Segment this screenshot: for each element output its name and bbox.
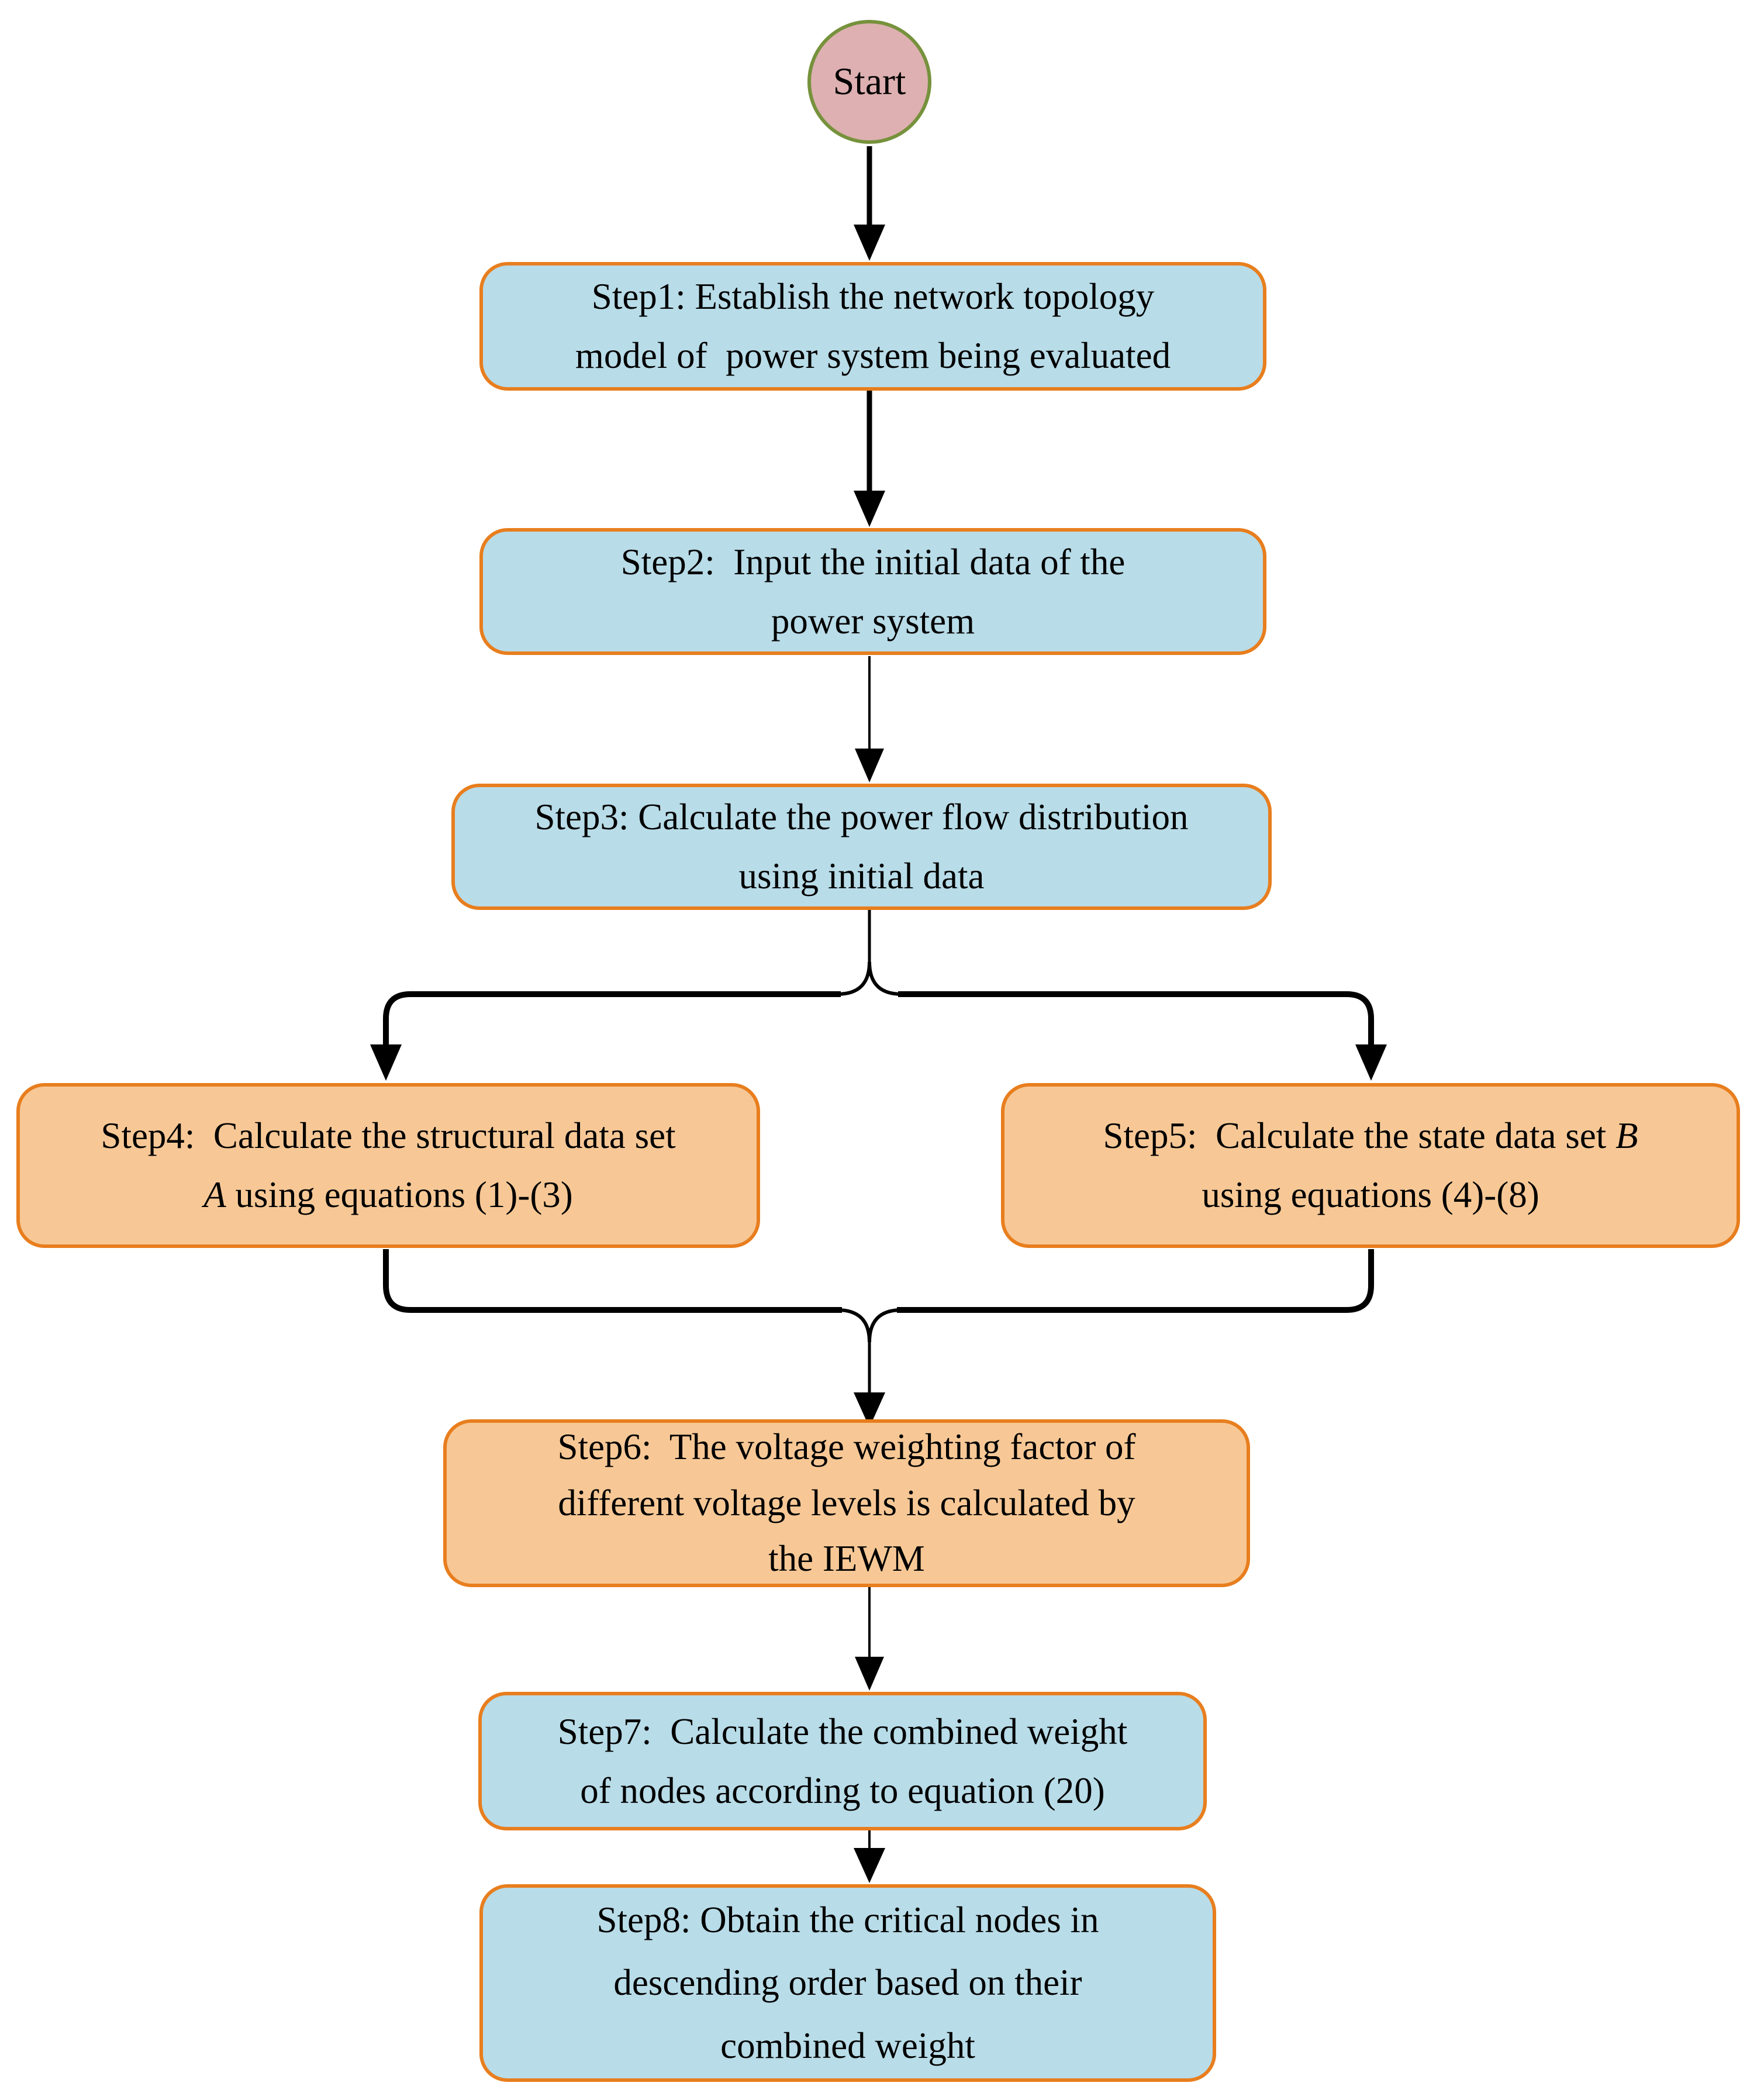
step2-line-2: power system: [771, 600, 975, 642]
start-label: Start: [833, 60, 906, 104]
step4-line-1: Step4: Calculate the structural data set: [101, 1115, 676, 1157]
step1-node: Step1: Establish the network topology mo…: [479, 262, 1266, 391]
arrowhead-step1: [854, 225, 885, 261]
step1-line-1: Step1: Establish the network topology: [591, 276, 1155, 318]
step2-line-1: Step2: Input the initial data of the: [620, 541, 1126, 582]
step6-node: Step6: The voltage weighting factor of d…: [443, 1419, 1250, 1587]
step5-line-2: using equations (4)-(8): [1202, 1174, 1539, 1215]
step3-line-2: using initial data: [738, 856, 985, 896]
step3-line-1: Step3: Calculate the power flow distribu…: [534, 796, 1189, 838]
merge-fillet-right: [868, 1308, 902, 1343]
step1-line-2: model of power system being evaluated: [575, 335, 1171, 376]
step8-node: Step8: Obtain the critical nodes in desc…: [479, 1884, 1216, 2082]
start-node: Start: [807, 20, 931, 144]
step5-line-1: Step5: Calculate the state data set B: [1103, 1115, 1638, 1157]
step6-line-1: Step6: The voltage weighting factor of: [557, 1426, 1136, 1467]
merge-fillet-left: [837, 1308, 871, 1343]
arrowhead-step6: [854, 1392, 885, 1427]
step7-line-1: Step7: Calculate the combined weight: [557, 1711, 1128, 1752]
step4-node: Step4: Calculate the structural data set…: [16, 1083, 760, 1248]
step8-line-1: Step8: Obtain the critical nodes in: [596, 1899, 1099, 1941]
step7-node: Step7: Calculate the combined weight of …: [478, 1692, 1207, 1830]
arrowhead-step8: [854, 1848, 885, 1883]
step8-line-2: descending order based on their: [613, 1962, 1082, 2004]
step5-node: Step5: Calculate the state data set B us…: [1001, 1083, 1740, 1248]
step6-line-3: the IEWM: [768, 1538, 925, 1580]
split-bar-left: [383, 991, 841, 1048]
merge-bar-left: [383, 1249, 842, 1313]
step6-line-2: different voltage levels is calculated b…: [558, 1482, 1135, 1523]
arrowhead-step5: [1355, 1044, 1387, 1081]
arrowhead-step3: [855, 749, 884, 782]
split-fillet-right: [868, 961, 902, 996]
step7-line-2: of nodes according to equation (20): [580, 1770, 1105, 1811]
step4-line-2: A using equations (1)-(3): [203, 1174, 573, 1215]
split-fillet-left: [837, 961, 871, 996]
arrowhead-step7: [855, 1657, 884, 1691]
step8-line-3: combined weight: [720, 2025, 975, 2066]
arrowhead-step2: [854, 491, 885, 527]
step3-node: Step3: Calculate the power flow distribu…: [451, 784, 1272, 910]
merge-bar-right: [897, 1249, 1374, 1313]
split-bar-right: [898, 991, 1374, 1048]
arrowhead-step4: [370, 1044, 402, 1081]
step2-node: Step2: Input the initial data of the pow…: [479, 528, 1266, 655]
